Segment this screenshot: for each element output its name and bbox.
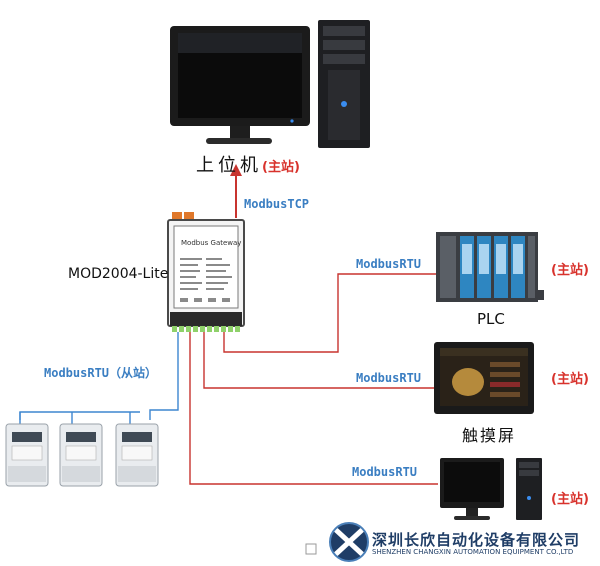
hmi-protocol-label: ModbusRTU	[356, 371, 422, 385]
plc-device-label: PLC	[477, 310, 505, 328]
pc-role-label: (主站)	[551, 492, 589, 507]
plc-protocol-label: ModbusRTU	[356, 257, 422, 271]
plc-wire	[223, 273, 436, 353]
gateway-front-panel	[173, 225, 239, 309]
monitor-base	[206, 138, 272, 144]
company-name-en: SHENZHEN CHANGXIN AUTOMATION EQUIPMENT C…	[372, 548, 574, 556]
host-computer	[170, 20, 370, 148]
hmi-device-label: 触摸屏	[462, 426, 517, 445]
energy-meter	[115, 423, 159, 487]
energy-meters	[5, 423, 159, 487]
company-logo-icon	[329, 522, 369, 562]
host-title: 上位机(主站)	[196, 151, 300, 177]
meter-bus-wire	[149, 332, 179, 420]
uplink-arrow	[230, 164, 242, 176]
gateway-device	[167, 212, 245, 332]
slave-computer	[440, 458, 542, 520]
hmi-wire	[203, 332, 436, 389]
hmi-device	[434, 342, 534, 414]
energy-meter	[5, 423, 49, 487]
hmi-role-label: (主站)	[551, 372, 589, 387]
plc-role-label: (主站)	[551, 263, 589, 278]
pc-protocol-label: ModbusRTU	[352, 465, 418, 479]
company-name-cn: 深圳长欣自动化设备有限公司	[372, 531, 581, 549]
host-title-text: 上位机	[196, 155, 262, 176]
gateway-terminal-strip	[170, 312, 242, 326]
gateway-model-label: MOD2004-Lite	[68, 266, 169, 282]
wiring	[19, 164, 438, 485]
gateway-panel-title: Modbus Gateway	[181, 239, 242, 247]
host-role: (主站)	[262, 160, 300, 175]
monitor-stand	[230, 126, 250, 138]
image-placeholder-icon	[305, 543, 317, 555]
meter-bus-wire-2	[19, 411, 140, 420]
meter-protocol-label: ModbusRTU（从站）	[44, 366, 158, 380]
uplink-protocol-label: ModbusTCP	[244, 197, 310, 211]
plc-device	[436, 232, 544, 302]
pc-wire	[189, 332, 438, 485]
energy-meter	[59, 423, 103, 487]
